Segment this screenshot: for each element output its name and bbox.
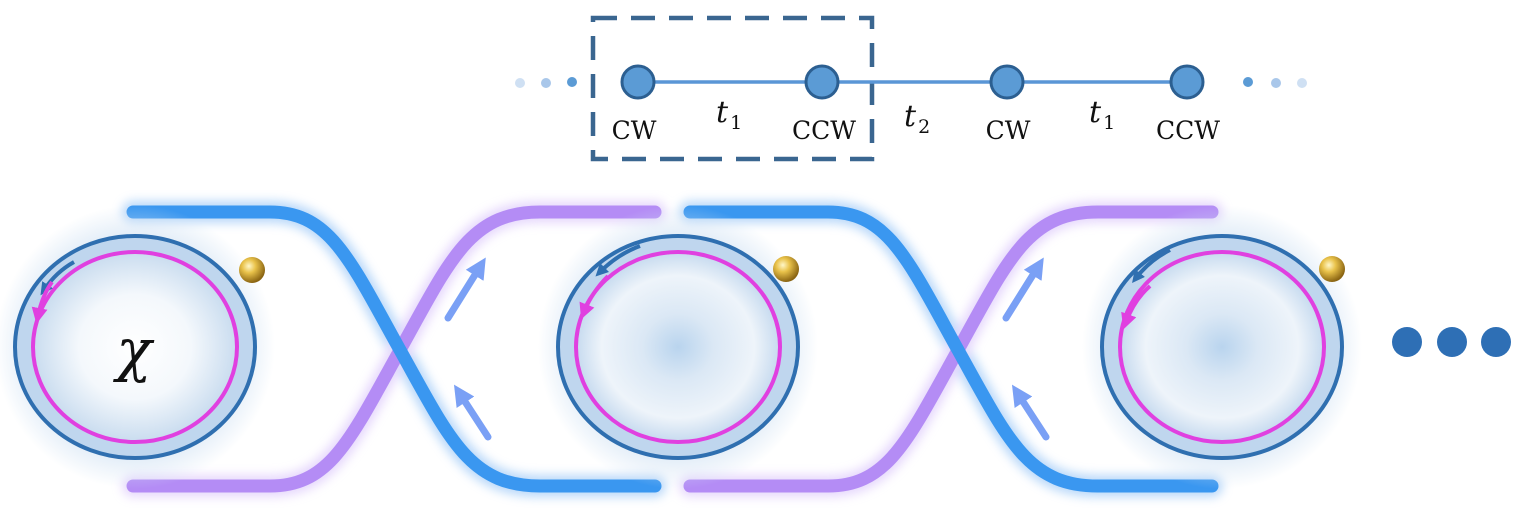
- arrow-icon: [444, 257, 486, 322]
- propagation-arrows: [444, 257, 1050, 441]
- left-ellipsis-icon: [515, 77, 577, 88]
- waveguide-blue-2: [683, 205, 1219, 493]
- resonator-2: [538, 205, 818, 489]
- arrow-icon: [31, 280, 54, 324]
- arrow-icon: [40, 260, 75, 296]
- arrow-icon: [1002, 257, 1044, 322]
- site-label-2: CCW: [792, 116, 856, 145]
- resonator-3: [1082, 205, 1362, 489]
- site-node-1: [620, 64, 656, 100]
- nonlinearity-symbol: χ: [112, 316, 154, 384]
- gold-sphere-icon: [239, 257, 265, 283]
- site-label-4: CCW: [1156, 116, 1220, 145]
- arrow-icon: [1132, 248, 1171, 284]
- site-label-3: CW: [986, 116, 1031, 145]
- unit-cell-box: [590, 15, 875, 162]
- ring-ccw-mode: [574, 250, 782, 444]
- site-node-3: [989, 64, 1025, 100]
- gold-sphere-icon: [773, 256, 799, 282]
- site-label-1: CW: [612, 116, 657, 145]
- ring-ccw-mode: [31, 250, 239, 444]
- arrow-icon: [595, 244, 641, 277]
- ellipsis-icon: [1392, 327, 1511, 357]
- right-ellipsis-icon: [1243, 77, 1307, 88]
- waveguide-blue-1: [126, 205, 662, 493]
- gold-sphere-icon: [1319, 256, 1345, 282]
- site-node-2: [804, 64, 840, 100]
- resonator-1: χ: [0, 205, 275, 489]
- site-node-4: [1169, 64, 1205, 100]
- arrow-icon: [1011, 384, 1050, 441]
- arrow-icon: [579, 274, 610, 320]
- ring-ccw-mode: [1118, 250, 1326, 444]
- arrow-icon: [1121, 284, 1152, 330]
- arrow-icon: [453, 384, 492, 441]
